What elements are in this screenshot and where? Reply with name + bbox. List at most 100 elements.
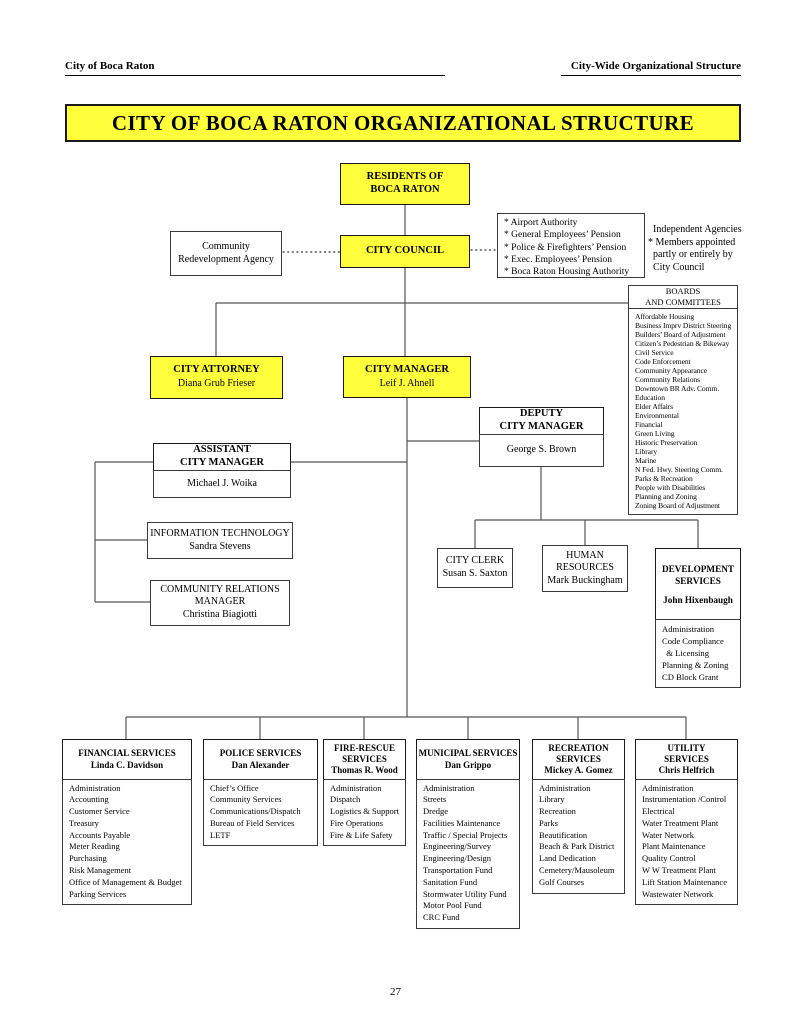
list-item: Library [635, 446, 658, 456]
list-item: Affordable Housing [635, 311, 695, 321]
list-item: City Council [648, 261, 705, 273]
assistant-body: Michael J. Woika [153, 469, 291, 498]
list-item: Cemetery/Mausoleum [539, 865, 615, 876]
department-head: Dan Alexander [231, 760, 290, 770]
node-assistant-city-manager: ASSISTANT CITY MANAGER Michael J. Woika [153, 443, 291, 498]
list-item: Streets [423, 794, 447, 805]
department-head: Linda C. Davidson [90, 760, 164, 770]
node-information-technology: INFORMATION TECHNOLOGY Sandra Stevens [147, 522, 293, 559]
node-name: Mark Buckingham [547, 574, 623, 586]
list-item: Lift Station Maintenance [642, 876, 727, 887]
department-title: POLICE SERVICES [219, 748, 302, 759]
list-item: Plant Maintenance [642, 841, 706, 852]
list-item: Engineering/Design [423, 853, 491, 864]
list-item: Facilities Maintenance [423, 817, 501, 828]
list-item: Administration [330, 782, 382, 793]
list-item: Marine [635, 455, 657, 465]
list-item: Office of Management & Budget [69, 876, 182, 887]
list-item: Zoning Board of Adjustment [635, 500, 720, 510]
node-name: John Hixenbaugh [663, 595, 733, 606]
list-item: Community Appearance [635, 365, 708, 375]
node-title: DEVELOPMENT SERVICES [662, 563, 734, 586]
department-header: UTILITY SERVICES Chris Helfrich [635, 739, 738, 780]
list-item: N Fed. Hwy. Steering Comm. [635, 464, 723, 474]
list-item: Library [539, 794, 565, 805]
list-item: Administration [69, 782, 121, 793]
department-head: Dan Grippo [444, 760, 492, 770]
list-item: Accounts Payable [69, 829, 131, 840]
list-item: Builders’ Board of Adjustment [635, 329, 726, 339]
department-head: Mickey A. Gomez [544, 765, 613, 776]
page-number: 27 [390, 986, 401, 998]
list-item: Administration [642, 782, 694, 793]
department-head: Chris Helfrich [658, 765, 715, 776]
list-item: Accounting [69, 794, 109, 805]
boards-header: BOARDS AND COMMITTEES [628, 285, 738, 309]
node-city-manager: CITY MANAGER Leif J. Ahnell [343, 356, 471, 398]
list-item: Recreation [539, 806, 576, 817]
department-box-utility-services: UTILITY SERVICES Chris Helfrich Administ… [635, 739, 738, 906]
node-name: Leif J. Ahnell [379, 377, 435, 389]
list-item: Community Relations [635, 374, 700, 384]
node-community-relations-manager: COMMUNITY RELATIONS MANAGER Christina Bi… [150, 580, 290, 626]
list-item: Traffic / Special Projects [423, 829, 508, 840]
list-item: Financial [635, 419, 663, 429]
node-boards-and-committees: BOARDS AND COMMITTEES Affordable Housing… [628, 285, 738, 515]
node-name: Diana Grub Frieser [177, 378, 256, 390]
node-city-attorney: CITY ATTORNEY Diana Grub Frieser [150, 356, 283, 399]
list-item: Code Compliance [662, 635, 724, 646]
list-item: Chief’s Office [210, 782, 259, 793]
department-box-fire-rescue-services: FIRE-RESCUE SERVICES Thomas R. Wood Admi… [323, 739, 406, 847]
list-item: Education [635, 392, 665, 402]
page-title: CITY OF BOCA RATON ORGANIZATIONAL STRUCT… [111, 110, 695, 135]
node-deputy-city-manager: DEPUTY CITY MANAGER George S. Brown [479, 407, 604, 467]
node-name: Michael J. Woika [187, 477, 257, 489]
list-item: Administration [662, 623, 715, 634]
node-title: INFORMATION TECHNOLOGY [150, 527, 290, 539]
list-item: Parks & Recreation [635, 473, 693, 483]
department-box-financial-services: FINANCIAL SERVICES Linda C. Davidson Adm… [62, 739, 192, 906]
list-item: * Exec. Employees’ Pension [504, 254, 612, 265]
list-item: Administration [423, 782, 475, 793]
list-item: Electrical [642, 806, 675, 817]
list-item: * Police & Firefighters’ Pension [504, 242, 627, 253]
department-header: POLICE SERVICES Dan Alexander [203, 739, 318, 780]
list-item: Purchasing [69, 853, 107, 864]
assistant-header: ASSISTANT CITY MANAGER [153, 443, 291, 471]
list-item: Land Dedication [539, 853, 596, 864]
list-item: & Licensing [662, 647, 710, 658]
list-item: Sanitation Fund [423, 876, 478, 887]
list-item: Elder Affairs [635, 401, 673, 411]
list-item: Logistics & Support [330, 806, 399, 817]
list-item: Dredge [423, 806, 449, 817]
list-item: Beautification [539, 829, 588, 840]
independent-agencies-list: * Airport Authority* General Employees’ … [497, 213, 645, 278]
node-title: BOARDS AND COMMITTEES [645, 286, 721, 307]
list-item: Water Network [642, 829, 694, 840]
list-item: * General Employees’ Pension [504, 230, 621, 241]
list-item: Civil Service [635, 347, 674, 357]
node-title: HUMAN RESOURCES [556, 549, 614, 573]
list-item: Risk Management [69, 865, 132, 876]
node-title: ASSISTANT CITY MANAGER [180, 444, 264, 468]
node-title: DEPUTY CITY MANAGER [499, 408, 584, 432]
list-item: Environmental [635, 410, 679, 420]
department-box-municipal-services: MUNICIPAL SERVICES Dan Grippo Administra… [416, 739, 520, 930]
list-item: LETF [210, 829, 231, 840]
page-header-right: City-Wide Organizational Structure [561, 60, 741, 76]
department-header: FIRE-RESCUE SERVICES Thomas R. Wood [323, 739, 406, 780]
list-item: * Members appointed [648, 236, 736, 248]
list-item: Golf Courses [539, 876, 585, 887]
list-item: Bureau of Field Services [210, 817, 295, 828]
node-city-clerk: CITY CLERK Susan S. Saxton [437, 548, 513, 588]
list-item: * Boca Raton Housing Authority [504, 267, 630, 278]
node-title: CITY COUNCIL [365, 245, 445, 257]
node-community-redevelopment-agency: Community Redevelopment Agency [170, 231, 282, 276]
node-name: Christina Biagiotti [182, 609, 258, 621]
list-item: Motor Pool Fund [423, 900, 482, 911]
node-title: COMMUNITY RELATIONS MANAGER [160, 584, 280, 608]
